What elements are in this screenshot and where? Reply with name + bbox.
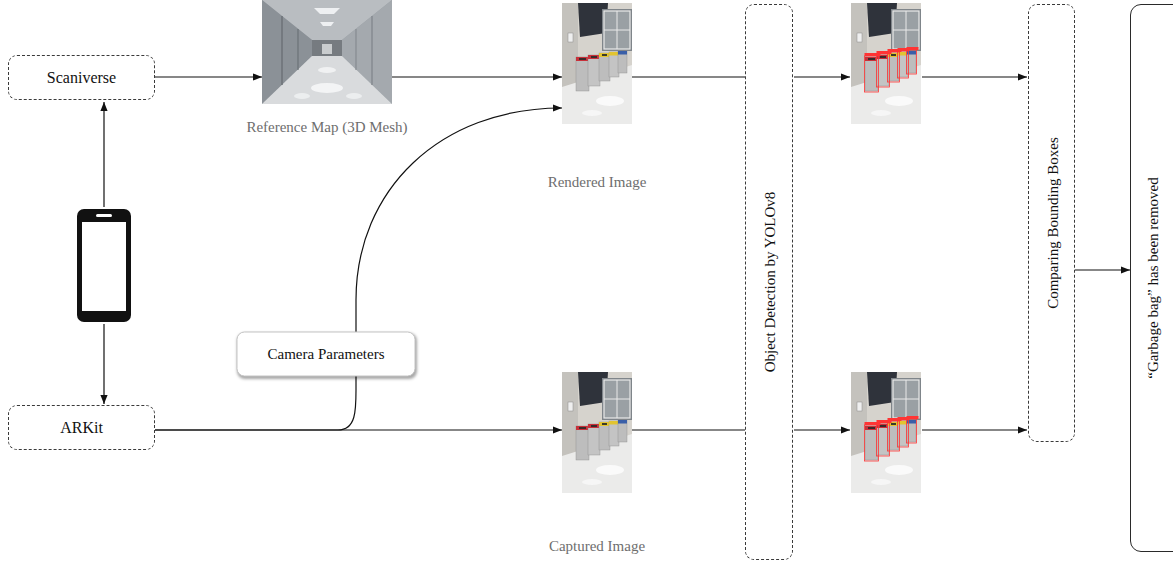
flow-arrow	[794, 429, 850, 430]
image-caption: Rendered Image	[467, 174, 727, 191]
flow-arrow	[922, 429, 1027, 430]
box-label: “Garbage bag” has been removed	[1145, 177, 1162, 379]
photo-illustration	[262, 0, 392, 104]
image-caption: Captured Image	[467, 538, 727, 555]
flow-arrow	[392, 76, 562, 77]
phone-arrow	[103, 102, 104, 207]
image-caption: Reference Map (3D Mesh)	[197, 119, 457, 136]
box-label: Object Detection by YOLOv8	[762, 192, 779, 373]
phone-icon	[77, 209, 131, 322]
input-box: ARKit	[8, 405, 155, 450]
photo-illustration	[562, 372, 632, 493]
flow-arrow	[794, 76, 850, 77]
process-box: Object Detection by YOLOv8	[745, 4, 793, 560]
reference-map: Reference Map (3D Mesh)	[262, 0, 392, 104]
flow-arrow	[632, 429, 745, 430]
edge-label: Camera Parameters	[236, 332, 415, 377]
photo-illustration	[562, 3, 632, 124]
flow-arrow	[632, 76, 745, 77]
detection-image	[851, 372, 921, 493]
phone-arrow	[103, 324, 104, 404]
captured-image: Captured Image	[562, 372, 632, 493]
detection-image	[851, 3, 921, 124]
box-label: ARKit	[60, 419, 103, 437]
process-box: Comparing Bounding Boxes	[1028, 4, 1075, 442]
flow-arrow	[155, 76, 262, 77]
box-label: Scaniverse	[47, 69, 116, 87]
flow-arrow	[1075, 269, 1130, 270]
result-box: “Garbage bag” has been removed	[1130, 4, 1173, 552]
rendered-image: Rendered Image	[562, 3, 632, 124]
box-label: Comparing Bounding Boxes	[1044, 137, 1061, 309]
flow-arrow	[155, 108, 562, 430]
input-box: Scaniverse	[8, 55, 155, 100]
flow-arrow	[922, 76, 1027, 77]
